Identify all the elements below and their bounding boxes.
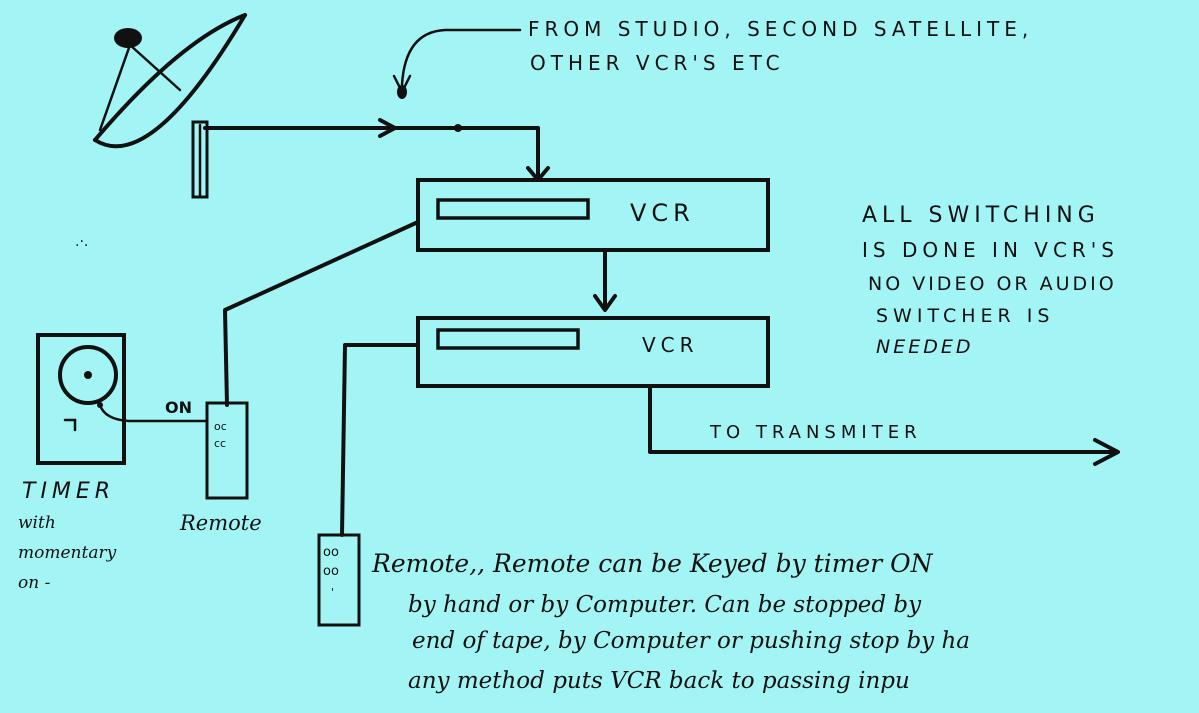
on-label: ON — [165, 398, 192, 417]
timer-cable — [98, 403, 207, 423]
feed-cable — [203, 118, 550, 182]
annotation-line1: FROM STUDIO, SECOND SATELLITE, — [528, 17, 1033, 41]
note-switching-line1: ALL SWITCHING — [862, 203, 1100, 228]
ink-speck: .·. — [75, 234, 88, 250]
svg-text:oo: oo — [323, 564, 339, 579]
bottom-note-line3: end of tape, by Computer or pushing stop… — [412, 628, 970, 654]
timer-sub2: momentary — [18, 543, 117, 563]
note-switching-line2: IS DONE IN VCR'S — [862, 238, 1119, 262]
bottom-note-line4: any method puts VCR back to passing inpu — [408, 668, 910, 694]
note-switching-line4: SWITCHER IS — [876, 305, 1054, 327]
note-switching-line3: NO VIDEO OR AUDIO — [868, 273, 1117, 295]
timer-sub3: on - — [18, 573, 51, 593]
svg-text:': ' — [331, 586, 334, 599]
remote-label: Remote — [179, 511, 262, 535]
svg-text:oo: oo — [323, 545, 339, 560]
transmitter-label: TO TRANSMITER — [709, 422, 922, 443]
remote-cable-bottom — [340, 343, 420, 537]
vcr-link-arrow — [593, 250, 617, 312]
remote-cable-top — [223, 220, 420, 407]
vcr-bottom — [416, 316, 770, 388]
vcr-bottom-label: VCR — [642, 333, 699, 357]
timer-title: TIMER — [22, 479, 115, 504]
svg-text:cc: cc — [214, 437, 226, 450]
vcr-top-label: VCR — [630, 199, 695, 227]
annotation-line2: OTHER VCR'S ETC — [530, 51, 785, 75]
satellite-dish-icon — [93, 13, 247, 199]
bottom-note-line1: Remote,, Remote can be Keyed by timer ON — [371, 549, 934, 578]
remote-icon: oc cc — [205, 401, 249, 500]
vcr-top — [416, 178, 770, 252]
transmitter-arrow — [648, 386, 1120, 466]
note-switching-line5: NEEDED — [876, 336, 974, 358]
svg-text:oc: oc — [214, 420, 227, 433]
timer-sub1: with — [18, 513, 56, 533]
timer-icon — [36, 333, 126, 465]
input-arrow — [392, 28, 522, 99]
bottom-note-line2: by hand or by Computer. Can be stopped b… — [408, 592, 922, 618]
remote-2-icon: oo oo ' — [317, 533, 361, 627]
